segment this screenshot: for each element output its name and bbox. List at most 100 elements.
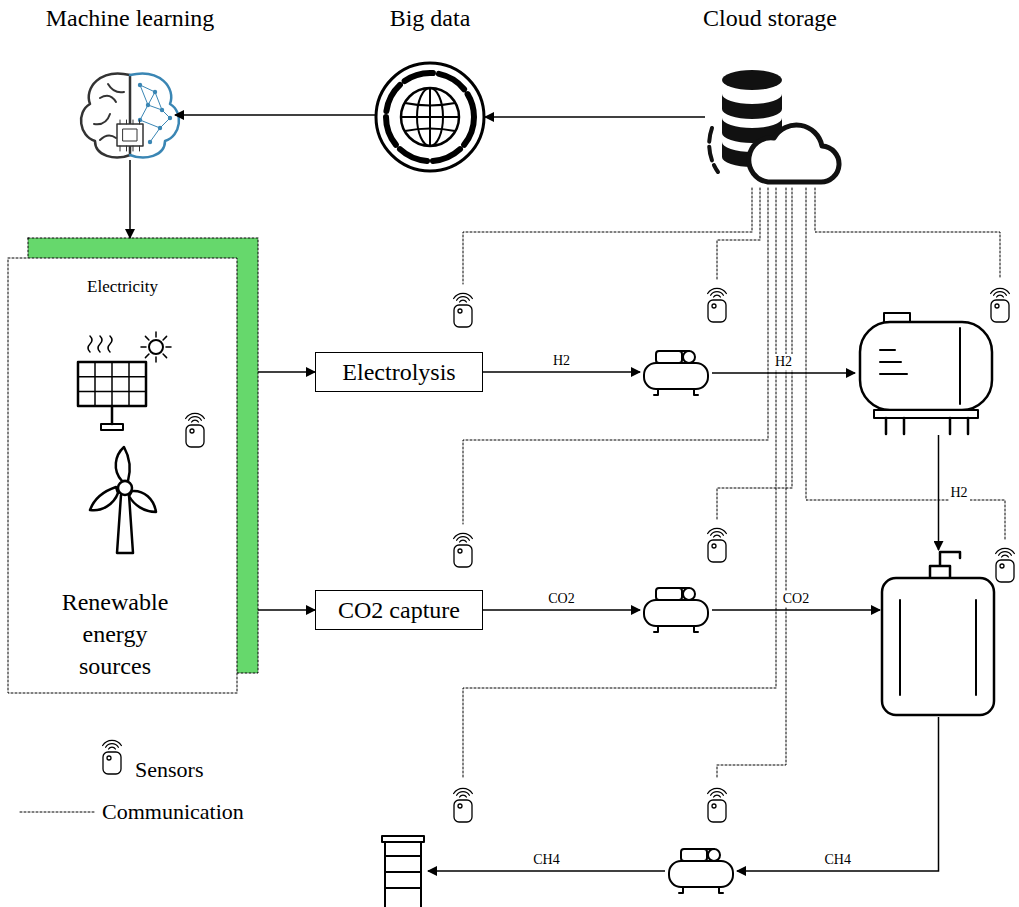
- network-dot: [138, 83, 142, 87]
- globe: [401, 88, 459, 146]
- sensor-dot: [458, 804, 462, 808]
- sensor-wave: [711, 532, 724, 536]
- icon-title: Machine learning: [46, 4, 215, 32]
- panel-grid: [78, 376, 146, 378]
- flow-arrow: [129, 160, 131, 238]
- sensor-wave: [109, 747, 116, 749]
- compressor-belt: [662, 587, 689, 589]
- network-dot: [148, 140, 152, 144]
- compressor-motor: [681, 849, 707, 861]
- sun-ray: [155, 332, 157, 337]
- sensor-wave: [457, 792, 470, 796]
- barrel-node: [378, 832, 428, 907]
- panel-grid: [78, 391, 146, 393]
- sensor-wave: [103, 740, 122, 745]
- panel-grid: [128, 362, 130, 406]
- legend-label: Communication: [102, 799, 244, 824]
- legend-label: Sensors: [135, 757, 203, 782]
- sensor-icon: [708, 288, 727, 322]
- sensor-dot: [712, 304, 716, 308]
- legend-item: Sensors: [135, 757, 203, 783]
- process-label: CO2 capture: [338, 596, 460, 624]
- globe-parallel: [401, 116, 459, 118]
- flow-arrow: [712, 372, 855, 374]
- sensor-dot: [458, 549, 462, 553]
- sun-ray: [141, 346, 146, 348]
- compressor-node: [640, 587, 712, 633]
- cloud-icon: [749, 125, 839, 182]
- sensor-body: [454, 305, 472, 327]
- sensor-wave: [711, 792, 724, 796]
- sun-ray: [145, 354, 149, 358]
- tank-mark: [880, 349, 895, 351]
- sensor-icon: [996, 548, 1015, 582]
- sensor-body: [708, 800, 726, 822]
- tank-mark: [880, 373, 907, 375]
- chip-pin: [139, 146, 140, 151]
- sensor-body: [186, 425, 204, 447]
- cylinder-line: [899, 600, 901, 695]
- globe-ring: [386, 73, 474, 161]
- brain-fold: [94, 114, 110, 124]
- sensor-body: [103, 752, 121, 774]
- flow-arrow: [938, 435, 940, 550]
- network-link: [148, 105, 162, 110]
- flow-arrow: [258, 371, 315, 373]
- illustration-group: [8, 63, 1014, 907]
- barrel-band: [385, 887, 421, 889]
- flow-arrow: [712, 609, 880, 611]
- legend-item: Communication: [102, 799, 244, 825]
- flow-arrow: [258, 609, 315, 611]
- sensor-dot: [458, 309, 462, 313]
- barrel-body: [385, 842, 421, 907]
- compressor-icon: [644, 588, 708, 632]
- compressor-feet: [679, 887, 723, 893]
- sun: [149, 340, 163, 354]
- chip-pin: [133, 120, 134, 124]
- sensor-dot: [712, 544, 716, 548]
- flow-label: H2: [551, 353, 572, 369]
- chip-pin: [126, 146, 127, 151]
- heat-wave: [88, 336, 92, 352]
- sensor-wave: [192, 420, 199, 422]
- sensor-wave: [186, 413, 205, 418]
- communication-line: [463, 188, 776, 779]
- communication-line: [815, 188, 1000, 279]
- sensor-wave: [714, 795, 721, 797]
- sensor-wave: [999, 552, 1012, 556]
- sensor-icon: [186, 413, 205, 447]
- compressor-motor: [656, 351, 682, 363]
- tank-leg: [949, 418, 952, 434]
- sensor-wave: [714, 295, 721, 297]
- cloud-storage-node: Cloud storage: [705, 70, 835, 188]
- chip-body: [117, 124, 143, 146]
- chip-pin: [120, 120, 121, 124]
- network-dot: [168, 116, 172, 120]
- tank-body: [860, 322, 992, 410]
- tank-leg: [885, 418, 888, 434]
- globe-ring: [376, 63, 484, 171]
- sensor-wave: [996, 548, 1015, 553]
- sensor-body: [996, 560, 1014, 582]
- network-dot: [153, 90, 157, 94]
- process-box: CO2 capture: [315, 590, 483, 630]
- chip-pin: [120, 146, 121, 151]
- chip-core: [123, 129, 137, 141]
- sensor-wave: [991, 288, 1010, 293]
- panel-ground: [8, 258, 237, 693]
- communication-line: [806, 188, 1005, 539]
- compressor-motor: [656, 588, 682, 600]
- compressor-belt: [687, 848, 714, 850]
- sensor-body: [708, 540, 726, 562]
- sensor-wave: [708, 528, 727, 533]
- database-top: [722, 70, 782, 90]
- compressor-icon: [669, 849, 733, 893]
- sensor-body: [454, 545, 472, 567]
- flow-arrow: [737, 717, 939, 871]
- sensor-wave: [997, 295, 1004, 297]
- sun-ray: [155, 357, 157, 362]
- sensor-dot: [712, 804, 716, 808]
- energy-panel: ElectricityRenewable energy sources: [8, 238, 258, 693]
- communication-line: [463, 188, 752, 284]
